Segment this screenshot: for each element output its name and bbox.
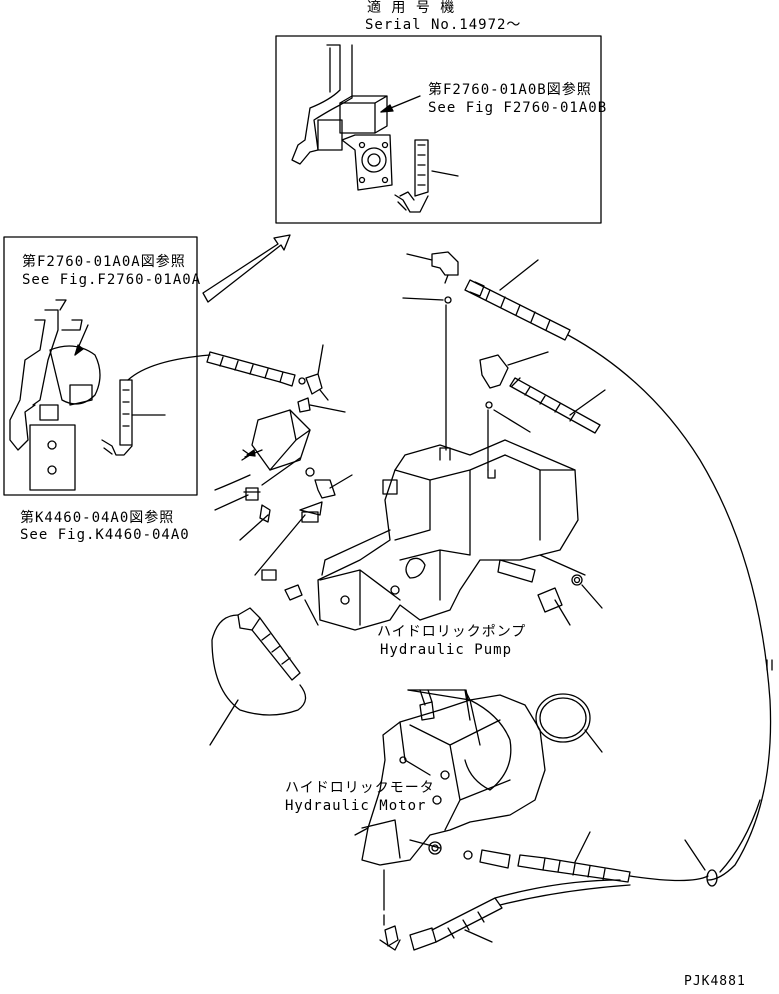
serial-label-jp: 適 用 号 機 xyxy=(367,0,456,16)
small-fittings-left xyxy=(214,474,353,601)
filter-block xyxy=(214,409,315,491)
hose-left-loop xyxy=(209,599,319,746)
inset-box-serial xyxy=(275,35,602,224)
inset-box-fig-a xyxy=(3,236,198,496)
fig-k-ref-en: See Fig.K4460-04A0 xyxy=(20,527,190,543)
pump-side-fittings xyxy=(537,574,603,626)
hose-mid-right xyxy=(479,351,606,471)
fig-k-ref-jp: 第K4460-04A0図参照 xyxy=(20,510,175,526)
fig-a-ref-en: See Fig.F2760-01A0A xyxy=(22,272,202,288)
drawing-code: PJK4881 xyxy=(684,974,746,989)
hose-upper-left xyxy=(206,344,346,413)
fig-b-ref-en: See Fig F2760-01A0B xyxy=(428,100,608,116)
serial-label-en: Serial No.14972～ xyxy=(365,17,522,33)
motor-lower-fittings xyxy=(463,799,761,887)
inset-a-assembly xyxy=(9,299,211,491)
hydraulic-pump xyxy=(317,439,586,631)
hose-bottom xyxy=(379,869,631,951)
large-arrow xyxy=(202,234,291,303)
motor-label-en: Hydraulic Motor xyxy=(285,798,427,814)
motor-label-jp: ハイドロリックモータ xyxy=(285,780,435,796)
pump-label-en: Hydraulic Pump xyxy=(380,642,513,658)
fig-b-ref-jp: 第F2760-01A0B図参照 xyxy=(428,82,592,98)
hose-top-right xyxy=(402,251,772,881)
inset-b-assembly xyxy=(291,44,459,213)
o-ring xyxy=(535,693,591,743)
pump-label-jp: ハイドロリックポンプ xyxy=(377,624,527,640)
hydraulic-motor xyxy=(354,689,546,866)
fig-a-ref-jp: 第F2760-01A0A図参照 xyxy=(22,254,186,270)
